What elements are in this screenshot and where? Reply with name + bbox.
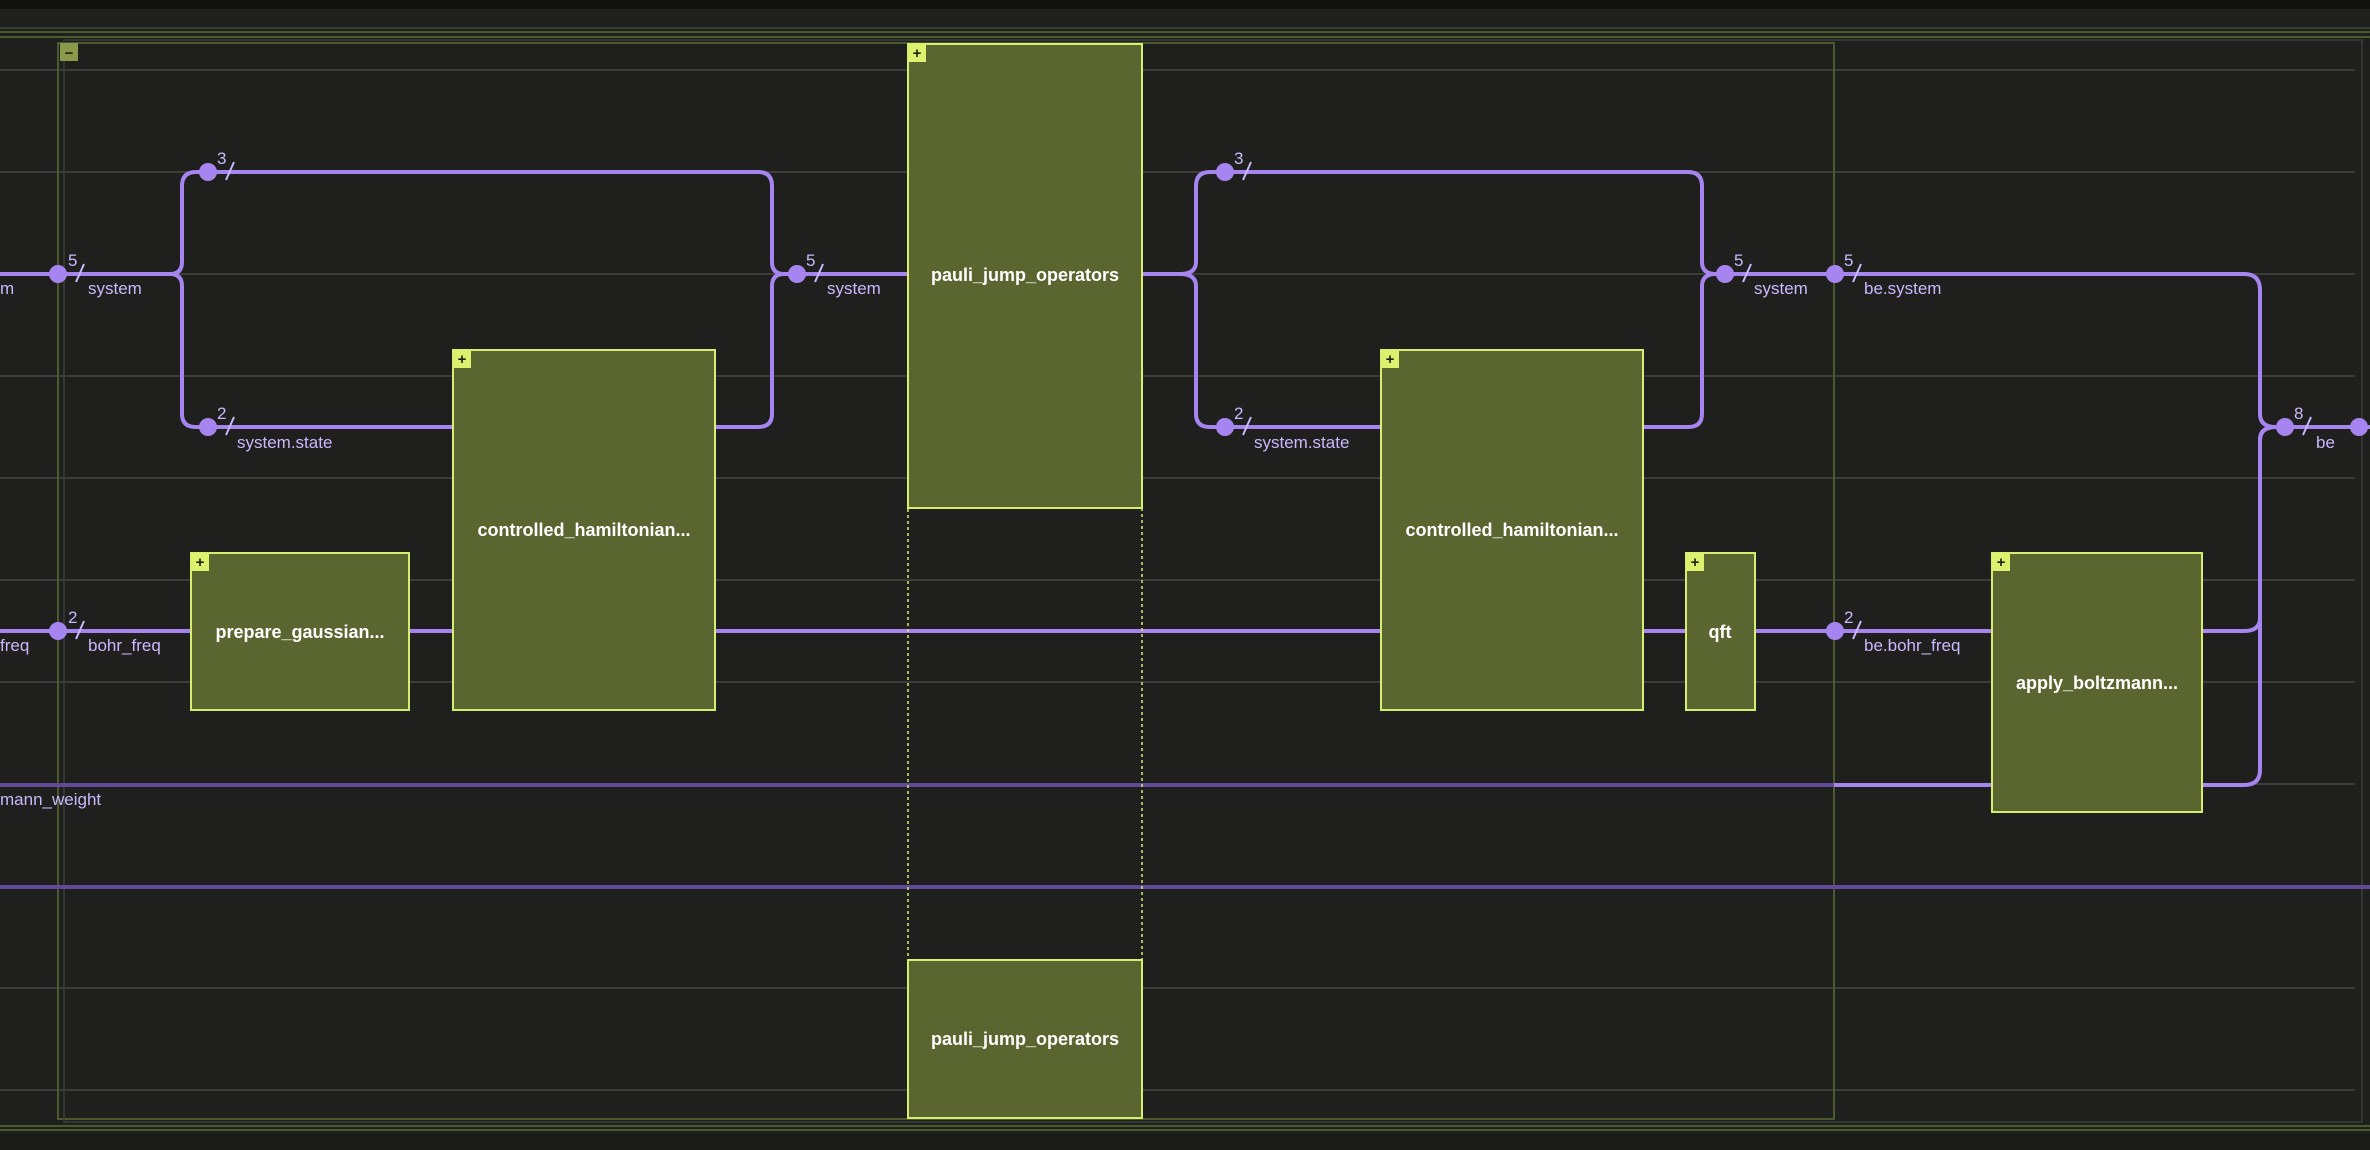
top-border [0,0,2370,38]
expand-icon: + [1386,351,1395,368]
wire-boltzmann-out [2178,425,2278,787]
qubit-count: 2 [1234,404,1243,423]
block-controlled-hamiltonian-1[interactable]: controlled_hamiltonian... [452,349,716,711]
block-title: controlled_hamiltonian... [1405,520,1618,540]
expand-icon: + [913,45,922,62]
wire-label: system [827,279,881,298]
expand-button-controlled-hamiltonian-1[interactable]: + [453,350,471,368]
wire-label: be.bohr_freq [1864,636,1960,655]
qubit-count: 3 [1234,149,1243,168]
wire-label: system [1754,279,1808,298]
wire-node [2276,418,2294,436]
expand-icon: + [458,351,467,368]
wire-label: system [88,279,142,298]
wire-node [788,265,806,283]
collapse-button[interactable]: − [60,43,78,62]
qubit-count: 8 [2294,404,2303,423]
wire-branch-top-1 [168,170,786,276]
qubit-count: 5 [1734,251,1743,270]
wire-label: be [2316,433,2335,452]
qubit-counts: 5 3 2 5 3 2 5 5 8 2 2 [68,149,2303,627]
wire-label: system.state [237,433,332,452]
wire-node [1826,265,1844,283]
block-qft[interactable]: qft [1685,552,1756,711]
block-title: qft [1709,622,1732,642]
expand-button-apply-boltzmann[interactable]: + [1992,553,2010,571]
expand-button-prepare-gaussian[interactable]: + [191,553,209,571]
qubit-count: 5 [1844,251,1853,270]
classical-wires [0,783,2370,889]
block-controlled-hamiltonian-2[interactable]: controlled_hamiltonian... [1380,349,1644,711]
wire-node [1716,265,1734,283]
collapse-icon: − [65,45,74,62]
qubit-count: 2 [217,404,226,423]
block-pauli-jump-operators-group[interactable]: pauli_jump_operators pauli_jump_operator… [907,43,1143,1119]
wire-node [199,163,217,181]
qubit-count: 5 [68,251,77,270]
wire-label: mann_weight [0,790,101,809]
qubit-count: 2 [1844,608,1853,627]
bottom-strip [0,1134,2370,1150]
wire-node [2350,418,2368,436]
wire-label: freq [0,636,29,655]
wire-nodes [49,163,2368,640]
wire-node [49,265,67,283]
expand-icon: + [1997,554,2006,571]
block-pauli-jump-operators-top [907,43,1143,509]
wire-label: system.state [1254,433,1349,452]
qubit-count: 2 [68,608,77,627]
block-title: apply_boltzmann... [2016,673,2178,693]
block-title: controlled_hamiltonian... [477,520,690,540]
expand-button-qft[interactable]: + [1686,553,1704,571]
wire-label: m [0,279,14,298]
expand-icon: + [1691,554,1700,571]
qubit-count: 3 [217,149,226,168]
count-slashes [75,161,2312,640]
expand-button-controlled-hamiltonian-2[interactable]: + [1381,350,1399,368]
block-title: pauli_jump_operators [931,1029,1119,1049]
wire-labels: m system system.state system system.stat… [0,279,2335,809]
wire-node [199,418,217,436]
qubit-count: 5 [806,251,815,270]
expand-icon: + [196,554,205,571]
expand-button-pauli[interactable]: + [908,44,926,62]
wire-node [1216,163,1234,181]
block-prepare-gaussian[interactable]: prepare_gaussian... [190,552,410,711]
block-title: pauli_jump_operators [931,265,1119,285]
block-pauli-jump-operators-span [907,507,1143,961]
wire-label: bohr_freq [88,636,161,655]
block-pauli-jump-operators-bottom [907,959,1143,1119]
block-apply-boltzmann[interactable]: apply_boltzmann... [1991,552,2203,813]
wire-node [1216,418,1234,436]
block-title: prepare_gaussian... [215,622,384,642]
wire-label: be.system [1864,279,1941,298]
wire-node [1826,622,1844,640]
wire-node [49,622,67,640]
wire-branch-top-2 [1178,170,1718,276]
